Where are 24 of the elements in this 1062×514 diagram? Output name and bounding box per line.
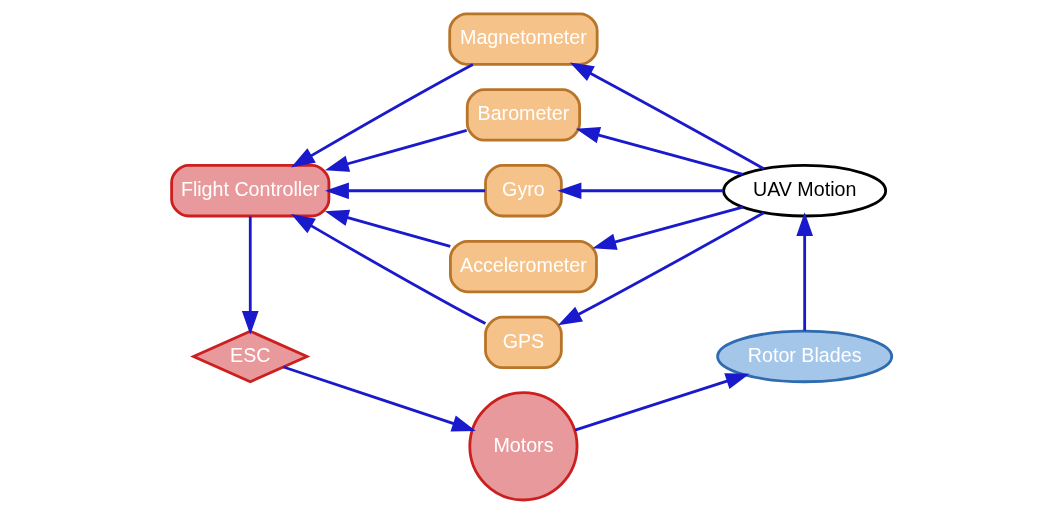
arrow — [290, 63, 474, 168]
node-circle: Motors — [467, 391, 578, 502]
arrow — [290, 213, 486, 325]
node-box: Magnetometer — [447, 12, 599, 66]
arrow — [324, 129, 467, 172]
node-box: Accelerometer — [448, 239, 598, 294]
arrow — [324, 209, 451, 248]
arrow — [557, 211, 765, 326]
arrow — [556, 182, 723, 200]
arrow — [574, 373, 750, 432]
node-diamond: ESC — [189, 329, 310, 384]
node-box: Gyro — [483, 164, 563, 218]
node-ellipse: Rotor Blades — [715, 329, 893, 384]
arrow — [575, 127, 743, 176]
arrow — [282, 365, 476, 432]
arrow — [591, 205, 743, 250]
arrow — [324, 182, 485, 200]
node-box: GPS — [483, 315, 563, 370]
node-box: Flight Controller — [169, 164, 330, 218]
node-box: Barometer — [465, 88, 581, 142]
arrow — [241, 216, 259, 335]
arrow — [569, 62, 765, 170]
arrow — [795, 212, 813, 331]
node-ellipse: UAV Motion — [721, 164, 887, 218]
